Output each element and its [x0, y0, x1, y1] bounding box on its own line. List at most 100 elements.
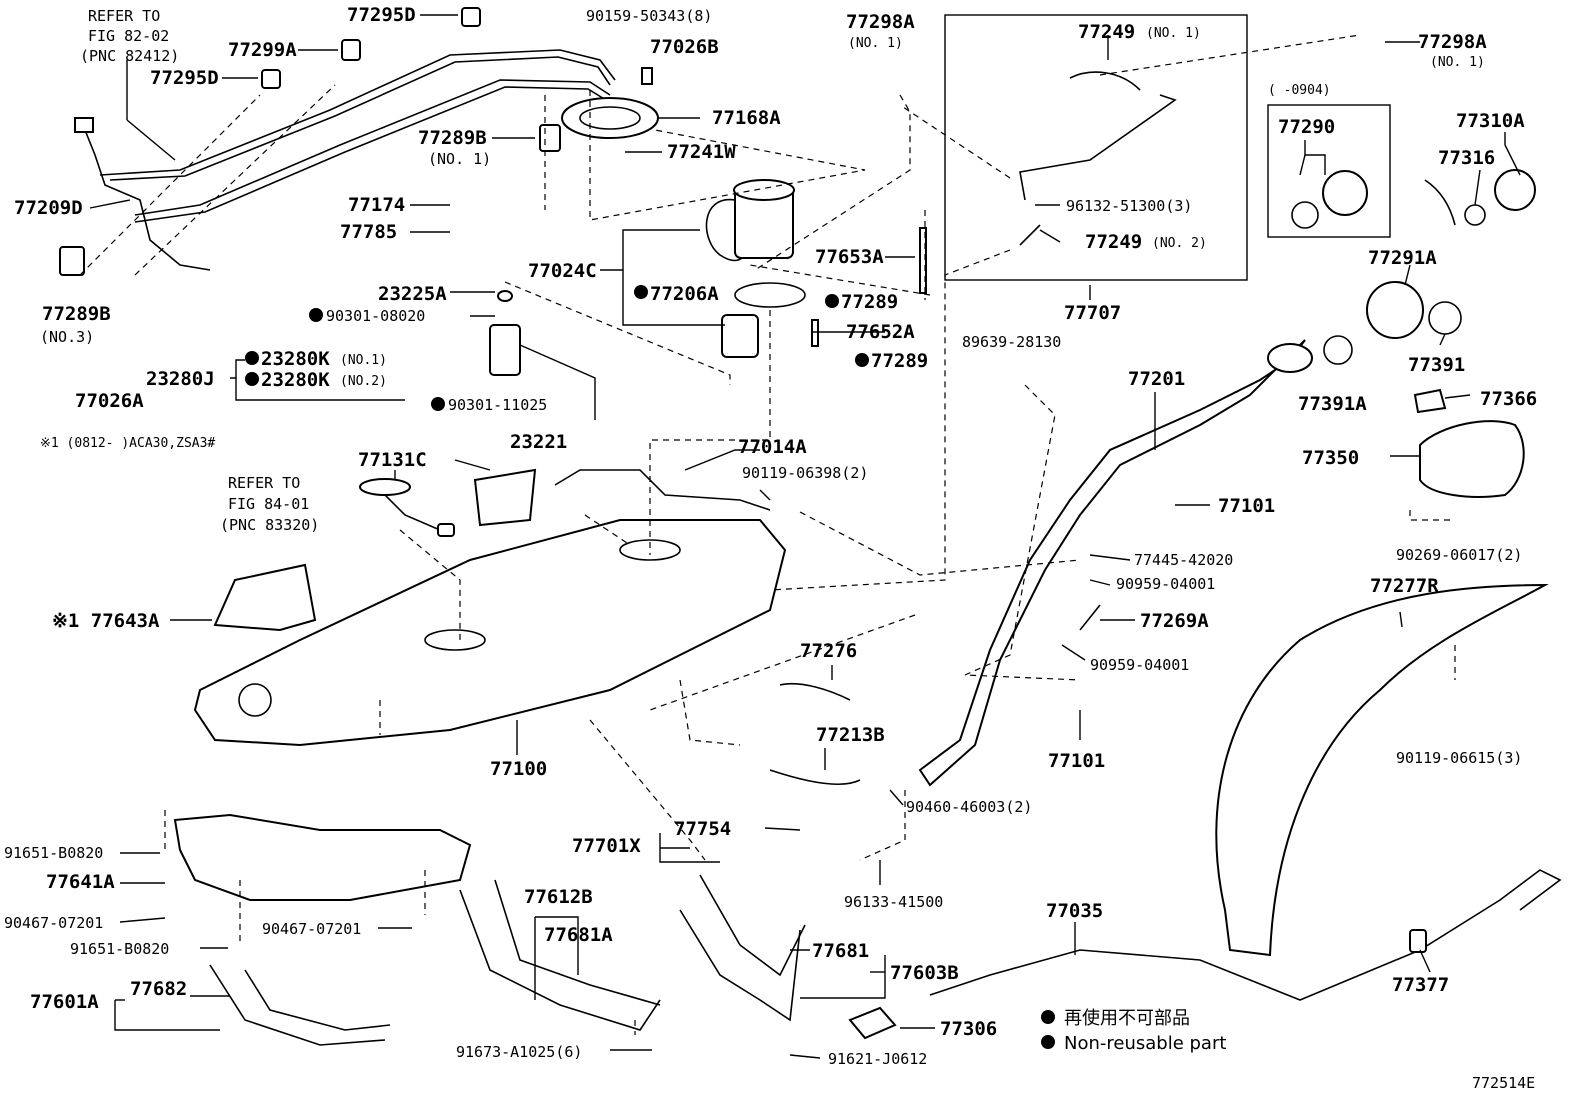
label-90119-06615: 90119-06615(3) — [1396, 749, 1522, 767]
nonreusable-dot-77289-a — [825, 294, 839, 308]
label-77391a: 77391A — [1298, 393, 1367, 415]
cap-77291a — [1366, 281, 1424, 339]
fuel-pump-23221 — [489, 324, 521, 376]
tank-sender-opening — [424, 629, 486, 651]
baffle-cup — [473, 468, 537, 527]
leader-lines — [89, 14, 1521, 1059]
label-77295d-mid: 77295D — [150, 67, 219, 89]
label-77101-a: 77101 — [1218, 495, 1275, 517]
label-23280k-2: 23280K — [261, 369, 330, 391]
fuel-line-upper — [99, 49, 616, 176]
nonreusable-dot-90301-08020 — [309, 308, 323, 322]
label-77316: 77316 — [1438, 147, 1495, 169]
cable-77035 — [929, 869, 1562, 1001]
label-91651-b: 91651-B0820 — [70, 940, 169, 958]
sender-float — [437, 523, 455, 537]
label-77681: 77681 — [812, 940, 869, 962]
nonreusable-dot-23280k-2 — [245, 372, 259, 386]
label-96133: 96133-41500 — [844, 893, 943, 911]
label-77298a-left-sub: (NO. 1) — [848, 36, 903, 51]
tank-band-77601a — [244, 969, 391, 1031]
ref-note-1-line2: FIG 82-02 — [88, 27, 169, 45]
label-77290: 77290 — [1278, 116, 1335, 138]
label-77289-b: 77289 — [871, 350, 928, 372]
label-77377: 77377 — [1392, 974, 1449, 996]
label-77249-no1: 77249 — [1078, 21, 1135, 43]
label-77612b: 77612B — [524, 886, 593, 908]
label-23280k-1-sub: (NO.1) — [340, 353, 387, 368]
label-77350: 77350 — [1302, 447, 1359, 469]
legend-dot-jp — [1041, 1010, 1055, 1024]
sender-gauge-77131c — [359, 478, 411, 496]
fuel-pump-top — [733, 179, 795, 201]
label-23280k-2-sub: (NO.2) — [340, 374, 387, 389]
label-23225a: 23225A — [378, 283, 447, 305]
legend-jp-text: 再使用不可部品 — [1064, 1008, 1190, 1029]
vent-hose-77249-no1 — [1069, 71, 1141, 91]
tank-band-77681a — [494, 879, 661, 1006]
ref-note-1-line3: (PNC 82412) — [80, 47, 179, 65]
ref-note-1-line1: REFER TO — [88, 7, 160, 25]
label-77601a: 77601A — [30, 991, 99, 1013]
label-89639: 89639-28130 — [962, 333, 1061, 351]
label-90959-b: 90959-04001 — [1090, 656, 1189, 674]
tank-band-77603b — [699, 874, 806, 977]
label-77289b-no3: 77289B — [42, 303, 111, 325]
sender-float-arm — [384, 494, 441, 531]
wire-harness — [84, 129, 211, 271]
label-77206a: 77206A — [650, 283, 719, 305]
label-77652a: 77652A — [846, 321, 915, 343]
label-77213b: 77213B — [816, 724, 885, 746]
retainer-ring-inner — [579, 106, 641, 130]
vent-hose-77249-no2 — [1019, 224, 1041, 246]
filler-neck — [1267, 343, 1313, 373]
gasket-77391a — [1323, 335, 1353, 365]
label-77289b-no3-sub: (NO.3) — [40, 328, 94, 346]
label-77026a: 77026A — [75, 390, 144, 412]
label-77269a: 77269A — [1140, 610, 1209, 632]
label-23280k-1: 23280K — [261, 348, 330, 370]
cap-77290-box — [1267, 104, 1391, 238]
label-77249-no2-sub: (NO. 2) — [1152, 236, 1207, 251]
label-77391: 77391 — [1408, 354, 1465, 376]
dashed-reference-lines — [79, 34, 1456, 1035]
cap-77310a — [1494, 169, 1536, 211]
label-91651-a: 91651-B0820 — [4, 844, 103, 862]
hose-77269a — [1079, 604, 1101, 631]
nonreusable-dot-77206a — [634, 285, 648, 299]
legend-en-text: Non-reusable part — [1064, 1033, 1226, 1054]
label-77298a-left: 77298A — [846, 11, 915, 33]
label-77035: 77035 — [1046, 900, 1103, 922]
clip-77289b-no1 — [539, 124, 561, 152]
rod-77653a — [919, 227, 927, 294]
ref-note-2-line3: (PNC 83320) — [220, 516, 319, 534]
label-77298a-right: 77298A — [1418, 31, 1487, 53]
rod-77652a — [811, 319, 819, 347]
label-77289-a: 77289 — [841, 291, 898, 313]
label-90460: 90460-46003(2) — [906, 798, 1032, 816]
label-77701x: 77701X — [572, 835, 641, 857]
label-77754: 77754 — [674, 818, 731, 840]
part-labels: REFER TO FIG 82-02 (PNC 82412) 77295D 77… — [4, 4, 1537, 1068]
legend: 再使用不可部品 Non-reusable part — [1041, 1008, 1226, 1054]
fuel-line-lower — [134, 79, 611, 216]
protector-77643a — [213, 563, 317, 632]
label-77310a: 77310A — [1456, 110, 1525, 132]
label-77298a-right-sub: (NO. 1) — [1430, 55, 1485, 70]
label-90301-11025: 90301-11025 — [448, 396, 547, 414]
ref-note-2-line2: FIG 84-01 — [228, 495, 309, 513]
label-77785: 77785 — [340, 221, 397, 243]
label-77295d-top: 77295D — [347, 4, 416, 26]
label-77014a: 77014A — [738, 436, 807, 458]
label-96132: 96132-51300(3) — [1066, 197, 1192, 215]
lid-opener-77366 — [1413, 388, 1447, 414]
label-77249-no2: 77249 — [1085, 231, 1142, 253]
clip-77295d-top — [461, 7, 481, 27]
tank-band-77682 — [209, 964, 386, 1046]
bolt-90159 — [641, 67, 653, 85]
label-90301-08020: 90301-08020 — [326, 307, 425, 325]
protector-77641a — [173, 813, 472, 901]
note-1-aca30: ※1 (0812- )ACA30,ZSA3# — [40, 436, 215, 451]
label-77299a: 77299A — [228, 39, 297, 61]
connector-77026a — [74, 117, 94, 133]
